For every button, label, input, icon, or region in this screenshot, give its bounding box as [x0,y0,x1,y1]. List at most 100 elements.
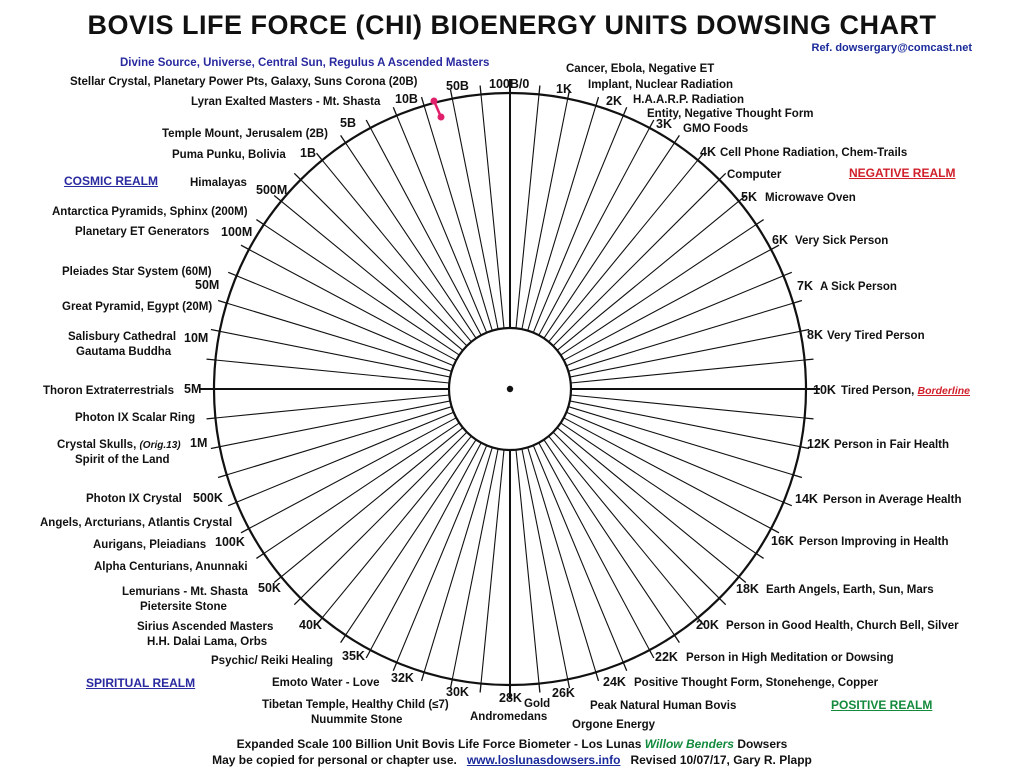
ring-tick [293,597,302,606]
label-crystal-skulls: Crystal Skulls, (Orig.13) [57,438,181,453]
ring-tick [227,271,237,277]
tick-16k: 16K [771,534,794,548]
tick-3k: 3K [656,117,672,131]
label-earth-angels: Earth Angels, Earth, Sun, Mars [766,584,934,596]
dial-spoke [515,449,540,684]
ring-tick [648,649,655,659]
tick-5k: 5K [741,190,757,204]
label-orig-13: (Orig.13) [139,440,181,451]
tick-28k: 28K [499,691,522,705]
label-computer: Computer [727,169,782,181]
dial-spoke [527,447,597,673]
ring-tick [770,244,780,251]
tick-10b: 10B [395,92,418,106]
pendulum-icon [430,97,438,105]
reference-email[interactable]: Ref. dowsergary@comcast.net [811,42,973,54]
dial-spoke [263,422,460,554]
tick-500k: 500K [193,491,223,505]
label-emoto-water: Emoto Water - Love [272,677,380,689]
dial-spoke [556,200,740,351]
tick-100m: 100M [221,225,253,239]
dial-spoke [248,417,457,529]
label-average-health: Person in Average Health [823,494,962,506]
label-great-pyramid: Great Pyramid, Egypt (20M) [62,301,213,313]
tick-26k: 26K [552,686,575,700]
footer-willow-benders: Willow Benders [644,737,734,751]
dial-spoke [527,105,597,331]
tick-7k: 7K [797,279,813,293]
footer-website-link[interactable]: www.loslunasdowsers.info [466,753,621,767]
dial-spoke [215,394,450,419]
dial-spoke [226,302,452,372]
ring-tick [783,271,793,277]
ring-tick [315,617,323,626]
dial-spoke [556,427,740,578]
dial-spoke [560,422,757,554]
ring-tick [595,96,600,106]
ring-tick [804,358,814,361]
footer-line-2: May be copied for personal or chapter us… [0,753,1024,767]
label-himalayas: Himalayas [190,177,247,189]
dial-spoke [345,439,477,636]
dial-spoke [570,394,805,419]
label-tibetan-temple: Tibetan Temple, Healthy Child (≤7) [262,699,449,711]
dial-spoke [300,431,468,599]
tick-1m: 1M [190,436,208,450]
dial-spoke [568,406,794,476]
ring-tick [365,649,372,659]
label-very-tired: Very Tired Person [827,330,925,342]
label-nuummite: Nuummite Stone [311,714,403,726]
dial-spoke [543,439,675,636]
ring-tick [538,683,541,693]
ring-tick [538,85,541,95]
tick-35k: 35K [342,649,365,663]
pendulum-bob-icon [437,113,445,121]
label-tired: Tired Person, Borderline [841,384,970,398]
label-gmo: GMO Foods [683,123,749,135]
dial-spoke [396,445,488,663]
ring-tick [206,358,216,361]
label-andromedans: Andromedans [470,711,548,723]
label-sirius: Sirius Ascended Masters [137,621,274,633]
dial-spoke [538,127,650,336]
ring-tick [622,662,628,672]
ring-tick [793,299,803,304]
label-positive-thought: Positive Thought Form, Stonehenge, Coppe… [634,677,879,689]
label-pleiades: Pleiades Star System (60M) [62,266,212,278]
ring-tick [420,672,425,682]
ring-tick [770,527,780,534]
tick-18k: 18K [736,582,759,596]
dial-spoke [552,179,720,347]
ring-tick [718,172,727,181]
dial-spoke [219,330,451,378]
label-entity: Entity, Negative Thought Form [647,108,814,120]
label-lyran-masters: Lyran Exalted Masters - Mt. Shasta [191,96,381,108]
dial-spoke [219,400,451,448]
ring-tick [793,474,803,479]
dial-spoke [396,115,488,333]
dial-spoke [280,200,464,351]
ring-tick [738,576,747,584]
tick-30k: 30K [446,685,469,699]
ring-tick [567,89,571,99]
tick-12k: 12K [807,437,830,451]
ring-tick [697,617,705,626]
dial-spoke [521,448,569,680]
dial-spoke [226,406,452,476]
ring-tick [240,244,250,251]
ring-tick [256,552,265,559]
dial-spoke [515,94,540,329]
center-pivot [506,385,514,393]
ring-tick [449,679,453,689]
ring-tick [479,683,482,693]
ring-tick [755,552,764,559]
label-peak-bovis: Peak Natural Human Bovis [590,700,737,712]
ring-tick [697,152,705,161]
footer-dowsers: Dowsers [737,737,788,751]
label-haarp: H.A.A.R.P. Radiation [633,94,744,106]
ring-tick [227,501,237,507]
label-crystal-skulls-text: Crystal Skulls, [57,439,137,451]
dial-spoke [236,275,454,367]
tick-1k: 1K [556,82,572,96]
tick-14k: 14K [795,492,818,506]
